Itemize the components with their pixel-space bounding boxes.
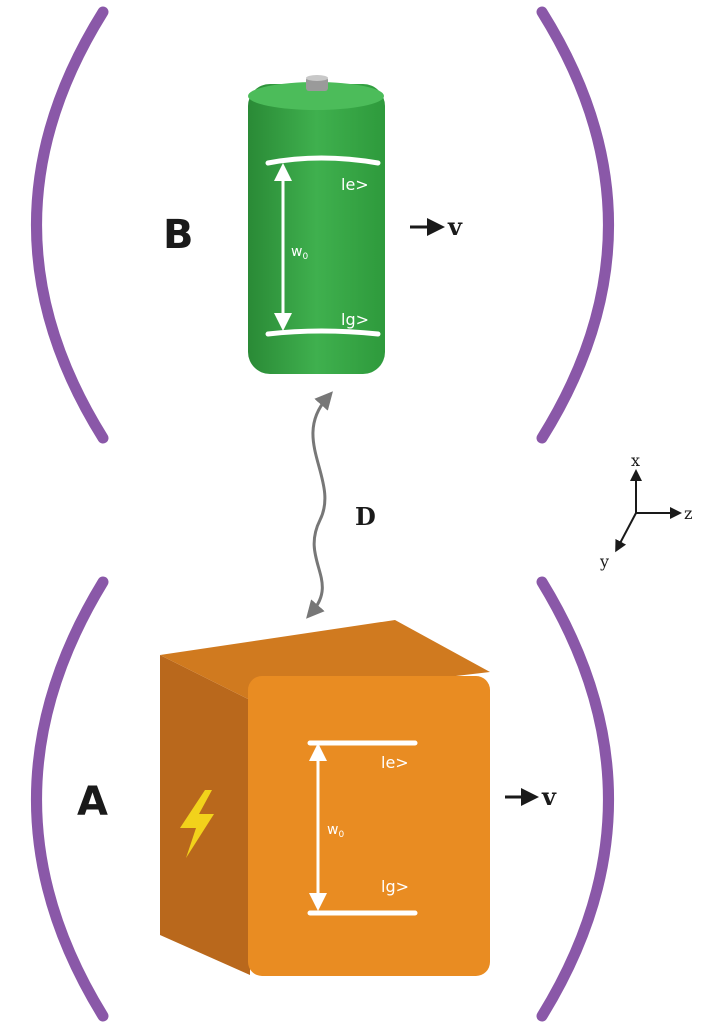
cavity-mirror-bottom-left bbox=[31, 576, 109, 1022]
cavity-mirror-top-right bbox=[536, 6, 614, 444]
cavity-mirror-bottom-right bbox=[536, 576, 614, 1022]
ground-level-line bbox=[265, 328, 381, 337]
atom-a-label: A bbox=[77, 779, 108, 825]
atom-b-label: B bbox=[163, 212, 194, 258]
coupling-label: D bbox=[355, 502, 376, 531]
excited-state-label: le> bbox=[341, 175, 369, 194]
coupling-wavy-arrow bbox=[306, 391, 333, 619]
ground-state-label: lg> bbox=[341, 310, 369, 329]
transition-frequency-label: w0 bbox=[327, 822, 344, 840]
axis-y-label: y bbox=[599, 552, 609, 571]
velocity-label-b: v bbox=[447, 212, 463, 241]
excited-state-label: le> bbox=[381, 753, 409, 772]
excited-level-line bbox=[265, 155, 381, 166]
ground-state-label: lg> bbox=[381, 877, 409, 896]
axis-z-label: z bbox=[684, 504, 692, 523]
transition-frequency-label: w0 bbox=[291, 244, 308, 262]
axis-x-label: x bbox=[631, 451, 640, 470]
cavity-a bbox=[31, 576, 614, 1022]
box-atom-a: le> lg> w0 bbox=[160, 620, 490, 976]
velocity-label-a: v bbox=[541, 782, 557, 811]
cavity-mirror-top-left bbox=[31, 6, 109, 444]
battery-atom-b: le> lg> w0 bbox=[248, 75, 385, 374]
lightning-bolt-icon bbox=[180, 790, 214, 858]
coordinate-axes bbox=[615, 469, 682, 553]
box-front-face bbox=[248, 676, 490, 976]
cavity-b bbox=[31, 6, 614, 444]
